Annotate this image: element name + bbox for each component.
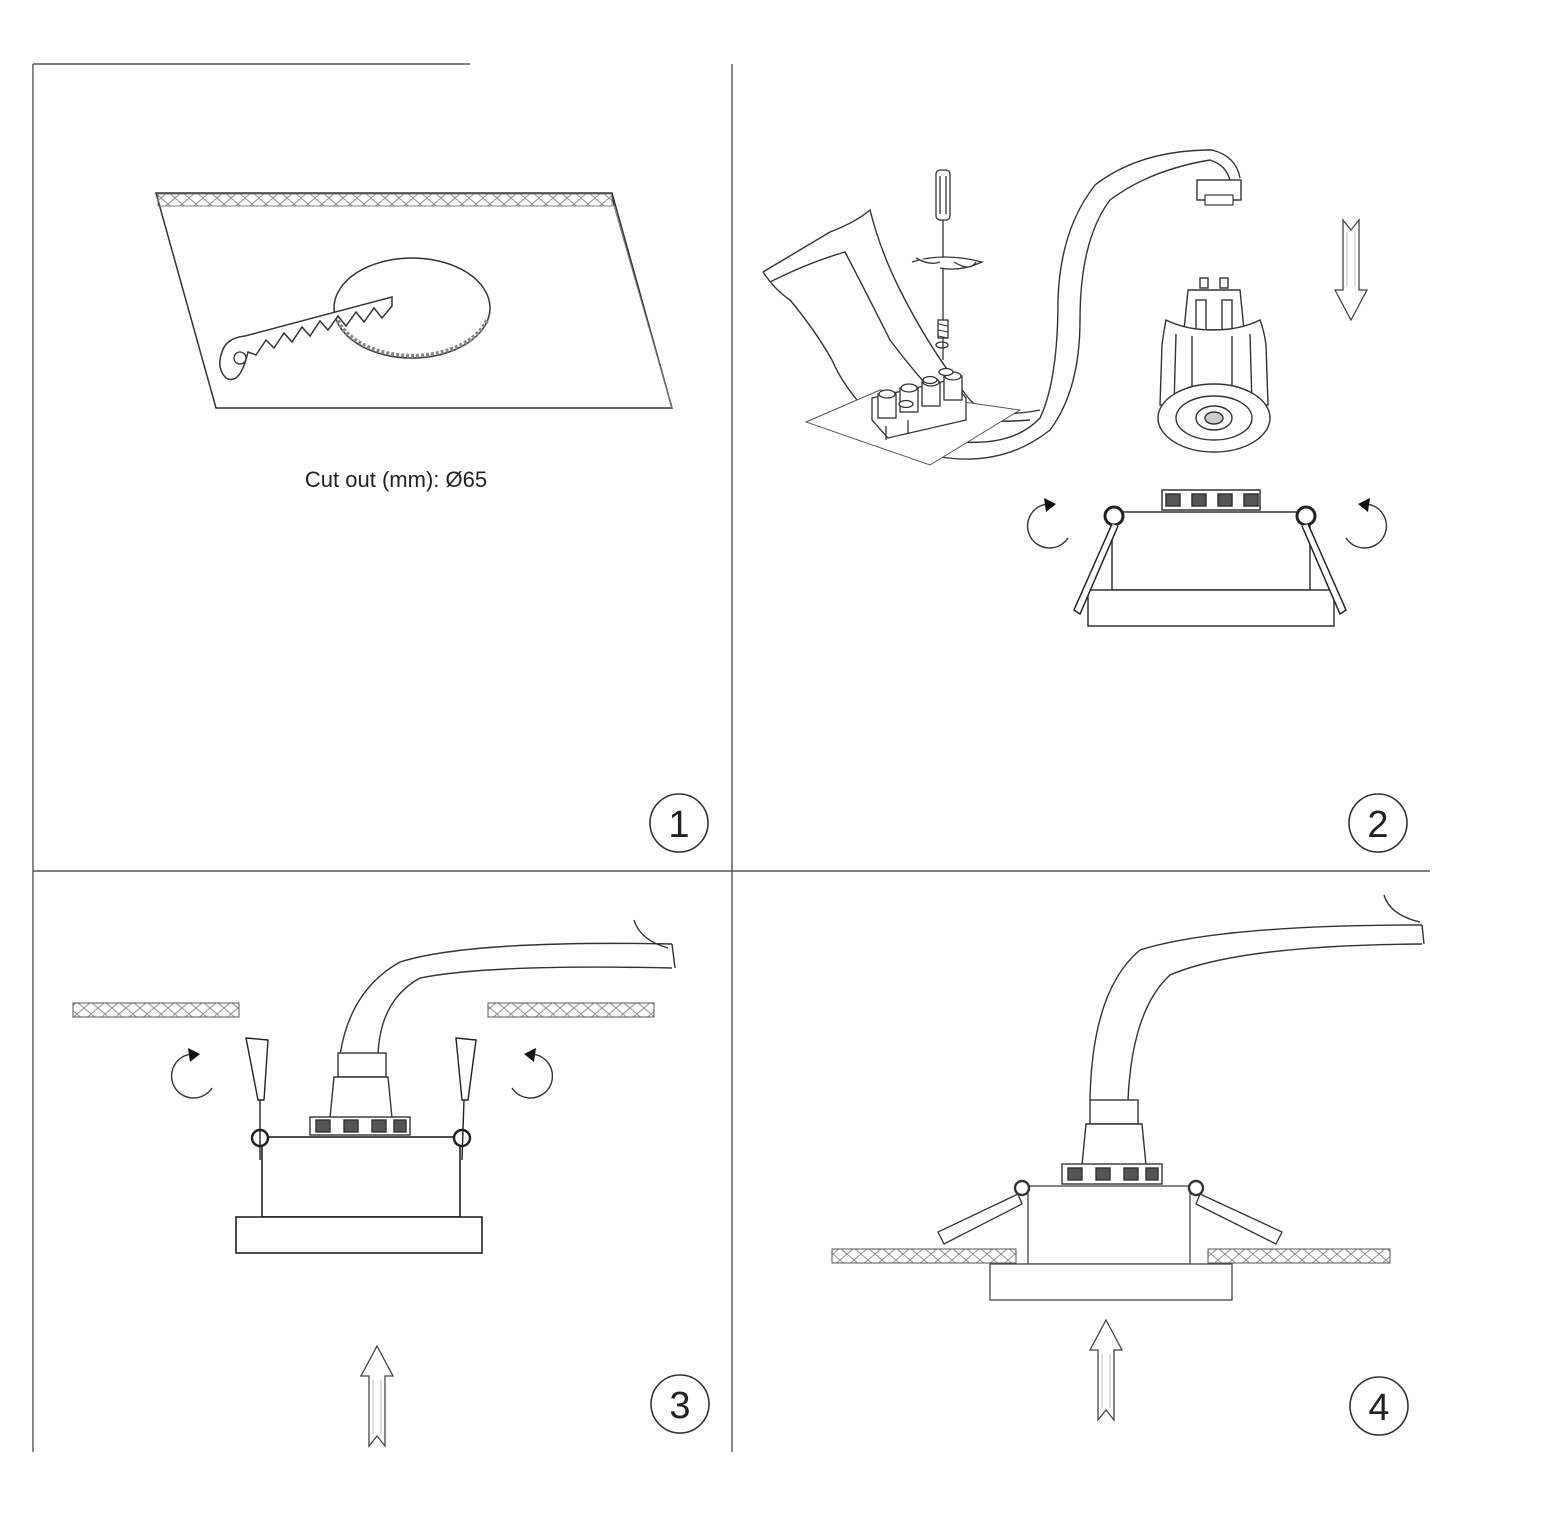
gu10-bulb-icon <box>1157 277 1271 453</box>
step-3-panel: 3 <box>72 919 710 1447</box>
step-1-number: 1 <box>668 804 689 846</box>
step-1-panel: Cut out (mm): Ø65 1 <box>155 192 709 853</box>
downlight-housing-icon <box>235 1136 483 1254</box>
step-4-number: 4 <box>1368 1387 1389 1429</box>
step-1-badge: 1 <box>649 793 709 853</box>
downlight-housing-icon <box>1087 489 1335 627</box>
ceiling-board <box>831 1248 1391 1264</box>
spring-clip-icon <box>1073 505 1347 616</box>
spring-clip-icon <box>937 1179 1283 1245</box>
rotate-arrow-icon <box>511 1047 554 1099</box>
step-4-badge: 4 <box>1349 1376 1409 1436</box>
step-3-number: 3 <box>669 1385 690 1427</box>
step-2-badge: 2 <box>1348 793 1408 853</box>
up-arrow-icon <box>360 1345 394 1447</box>
saw-icon <box>219 296 393 381</box>
ceiling-board <box>72 1002 655 1018</box>
up-arrow-icon <box>1089 1319 1123 1421</box>
step-4-panel: 4 <box>831 894 1425 1436</box>
mains-cable <box>1089 894 1425 1101</box>
lamp-connector <box>1061 1099 1163 1185</box>
rotate-arrow-icon <box>1345 497 1388 549</box>
down-arrow-icon <box>1334 219 1368 321</box>
screwdriver-icon <box>911 169 984 360</box>
panel-grid <box>32 63 1430 1452</box>
cutout-caption: Cut out (mm): Ø65 <box>305 467 487 492</box>
terminal-block-icon <box>871 341 967 440</box>
cutout-disc <box>333 257 491 359</box>
lamp-connector <box>309 1052 411 1136</box>
step-2-panel: 2 <box>762 149 1408 853</box>
rotate-arrow-icon <box>170 1047 213 1099</box>
step-3-badge: 3 <box>650 1374 710 1434</box>
rotate-arrow-icon <box>1026 497 1069 549</box>
connector-socket <box>1196 179 1242 206</box>
downlight-housing-icon <box>989 1185 1233 1301</box>
step-2-number: 2 <box>1367 804 1388 846</box>
mains-cable <box>339 919 676 1056</box>
spring-clip-icon <box>245 1037 477 1161</box>
